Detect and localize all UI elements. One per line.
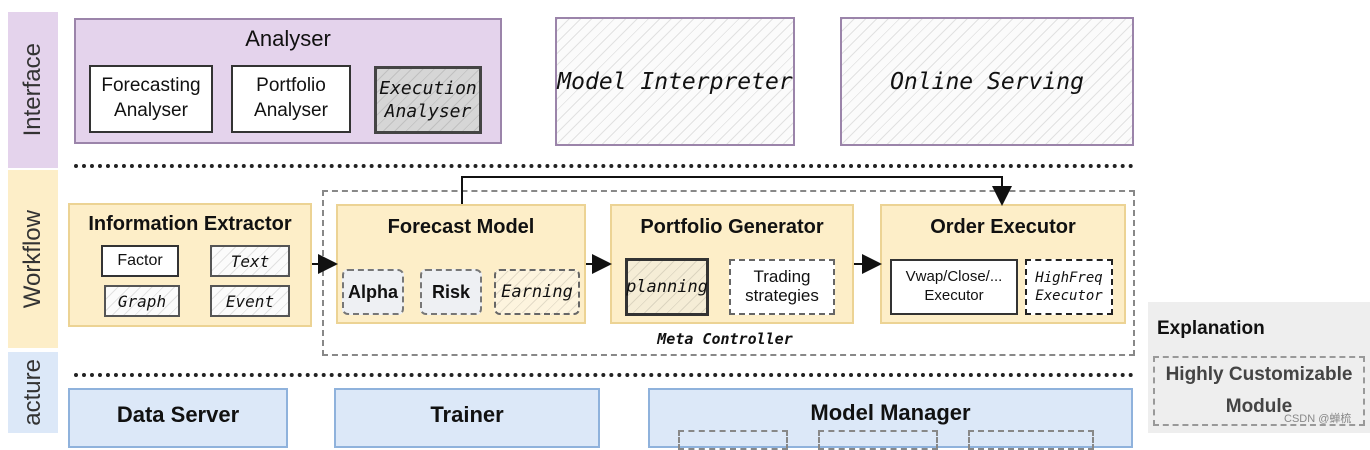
highly-customizable-legend-box: Highly Customizable Module: [1153, 356, 1365, 426]
model-manager-submodule: [818, 430, 938, 450]
watermark: CSDN @蝉梳: [1284, 413, 1352, 425]
model-manager-title: Model Manager: [810, 400, 971, 425]
forecast-model-title: Forecast Model: [387, 216, 535, 238]
execution-analyser-box: Execution Analyser: [374, 66, 482, 134]
infrastructure-layer-strip: [8, 352, 58, 433]
portfolio-analyser-box: Portfolio Analyser: [231, 65, 351, 133]
risk-box: Risk: [420, 269, 482, 315]
vwap-executor-box: Vwap/Close/... Executor: [890, 259, 1018, 315]
analyser-title: Analyser: [245, 26, 331, 51]
earning-box: Earning: [494, 269, 580, 315]
arrow-forecast-to-executor-bypass: [461, 176, 1012, 206]
model-manager-submodule: [968, 430, 1094, 450]
explanation-panel: [1148, 302, 1370, 433]
model-manager-submodule: [678, 430, 788, 450]
forecasting-analyser-box: Forecasting Analyser: [89, 65, 213, 133]
interface-workflow-separator: [74, 164, 1134, 168]
workflow-arrows: [312, 176, 1012, 274]
text-box: Text: [210, 245, 290, 277]
portfolio-generator-title: Portfolio Generator: [640, 216, 824, 238]
graph-box: Graph: [104, 285, 180, 317]
event-box: Event: [210, 285, 290, 317]
trading-strategies-box: Trading strategies: [729, 259, 835, 315]
order-executor-title: Order Executor: [930, 216, 1076, 238]
meta-controller-label: Meta Controller: [657, 330, 793, 348]
highfreq-executor-box: HighFreq Executor: [1025, 259, 1113, 315]
factor-box: Factor: [101, 245, 179, 277]
alpha-box: Alpha: [342, 269, 404, 315]
workflow-layer-strip: [8, 170, 58, 348]
model-interpreter-box: Model Interpreter: [555, 17, 795, 146]
information-extractor-title: Information Extractor: [88, 213, 292, 235]
trainer-title: Trainer: [430, 402, 504, 427]
explanation-title: Explanation: [1157, 318, 1265, 339]
interface-layer-strip: [8, 12, 58, 168]
workflow-infrastructure-separator: [74, 373, 1134, 377]
online-serving-box: Online Serving: [840, 17, 1134, 146]
data-server-title: Data Server: [116, 402, 240, 427]
planning-box: planning: [625, 258, 709, 316]
